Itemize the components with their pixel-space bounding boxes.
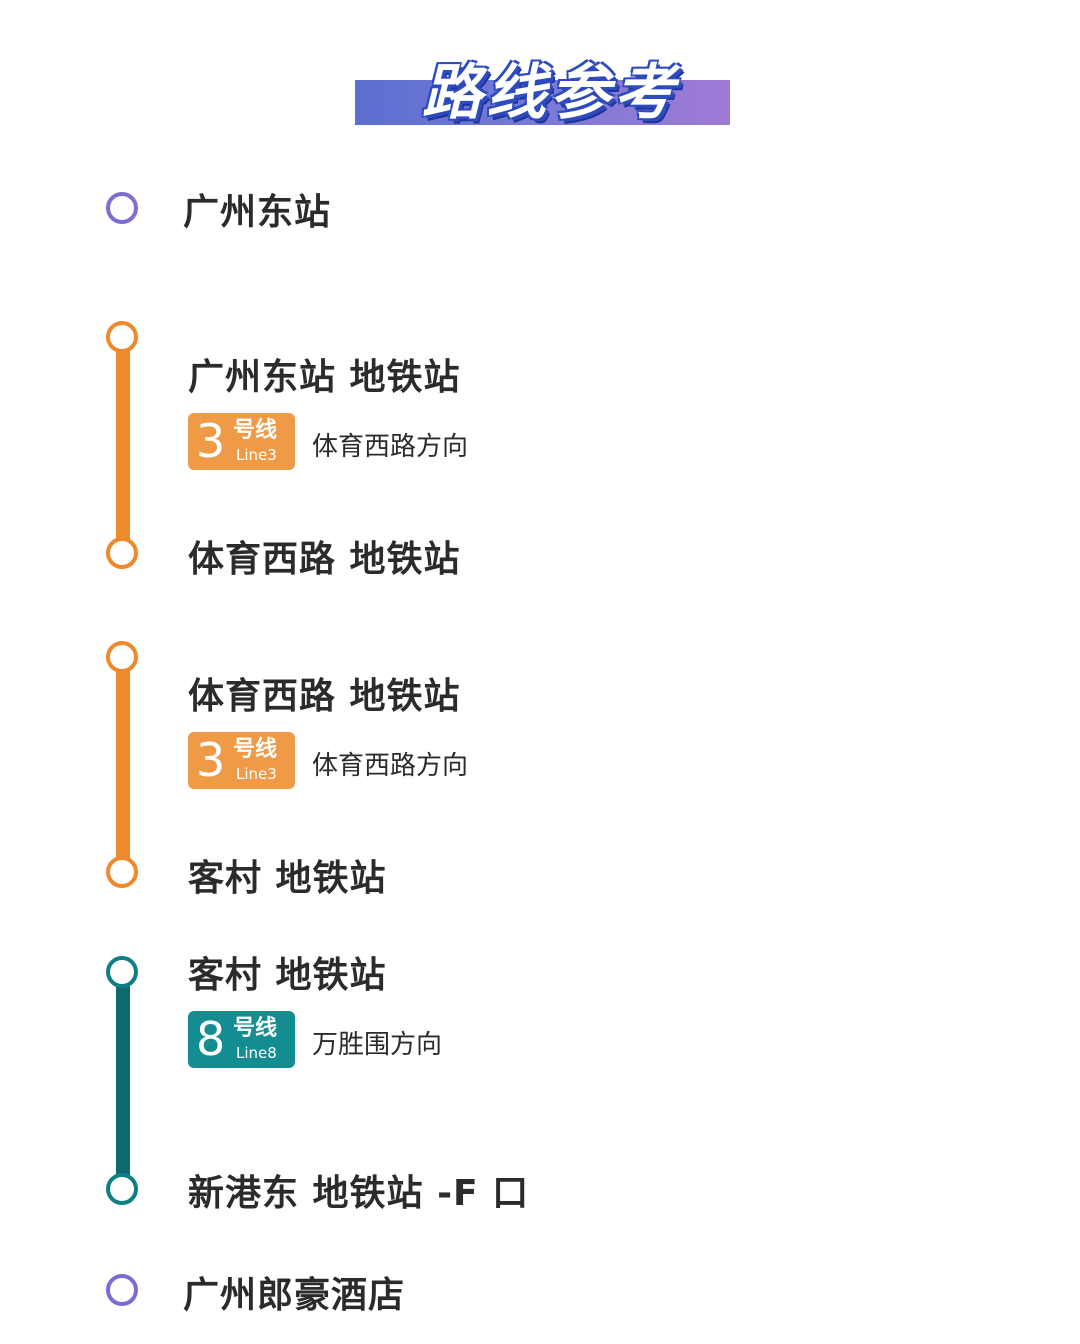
segment-3-to-station: 新港东 地铁站 -F 口 xyxy=(188,1173,530,1214)
segment-3-direction: 万胜围方向 xyxy=(312,1030,443,1060)
segment-2-to-station: 客村 地铁站 xyxy=(188,858,387,899)
segment-2-direction: 体育西路方向 xyxy=(312,751,469,781)
segment-3-line xyxy=(116,985,130,1181)
segment-1-start-node-icon xyxy=(106,321,138,353)
segment-1-line-badge: 3 号线 Line3 xyxy=(188,413,295,470)
segment-2-from-station: 体育西路 地铁站 xyxy=(188,676,461,717)
segment-2-line-badge: 3 号线 Line3 xyxy=(188,732,295,789)
segment-1-line xyxy=(116,350,130,546)
title-banner: 路线参考 xyxy=(355,48,730,128)
line-en-label: Line3 xyxy=(236,446,277,464)
start-location: 广州东站 xyxy=(183,192,332,233)
line-number: 3 xyxy=(196,414,226,468)
line-en-label: Line3 xyxy=(236,765,277,783)
line-en-label: Line8 xyxy=(236,1044,277,1062)
line-number: 3 xyxy=(196,733,226,787)
segment-1-end-node-icon xyxy=(106,537,138,569)
segment-3-start-node-icon xyxy=(106,956,138,988)
line-cn-label: 号线 xyxy=(233,737,278,762)
segment-2-line xyxy=(116,670,130,865)
line-cn-label: 号线 xyxy=(233,1016,278,1041)
segment-1-direction: 体育西路方向 xyxy=(312,432,469,462)
segment-1-from-station: 广州东站 地铁站 xyxy=(188,357,461,398)
segment-3-line-badge: 8 号线 Line8 xyxy=(188,1011,295,1068)
segment-1-to-station: 体育西路 地铁站 xyxy=(188,539,461,580)
end-location: 广州郎豪酒店 xyxy=(183,1275,406,1316)
line-cn-label: 号线 xyxy=(233,418,278,443)
segment-2-end-node-icon xyxy=(106,856,138,888)
segment-3-end-node-icon xyxy=(106,1173,138,1205)
start-node-icon xyxy=(106,192,138,224)
page-title: 路线参考 xyxy=(422,58,678,128)
line-number: 8 xyxy=(196,1012,226,1066)
segment-2-start-node-icon xyxy=(106,641,138,673)
title-banner-bar xyxy=(355,80,730,125)
end-node-icon xyxy=(106,1274,138,1306)
segment-3-from-station: 客村 地铁站 xyxy=(188,955,387,996)
